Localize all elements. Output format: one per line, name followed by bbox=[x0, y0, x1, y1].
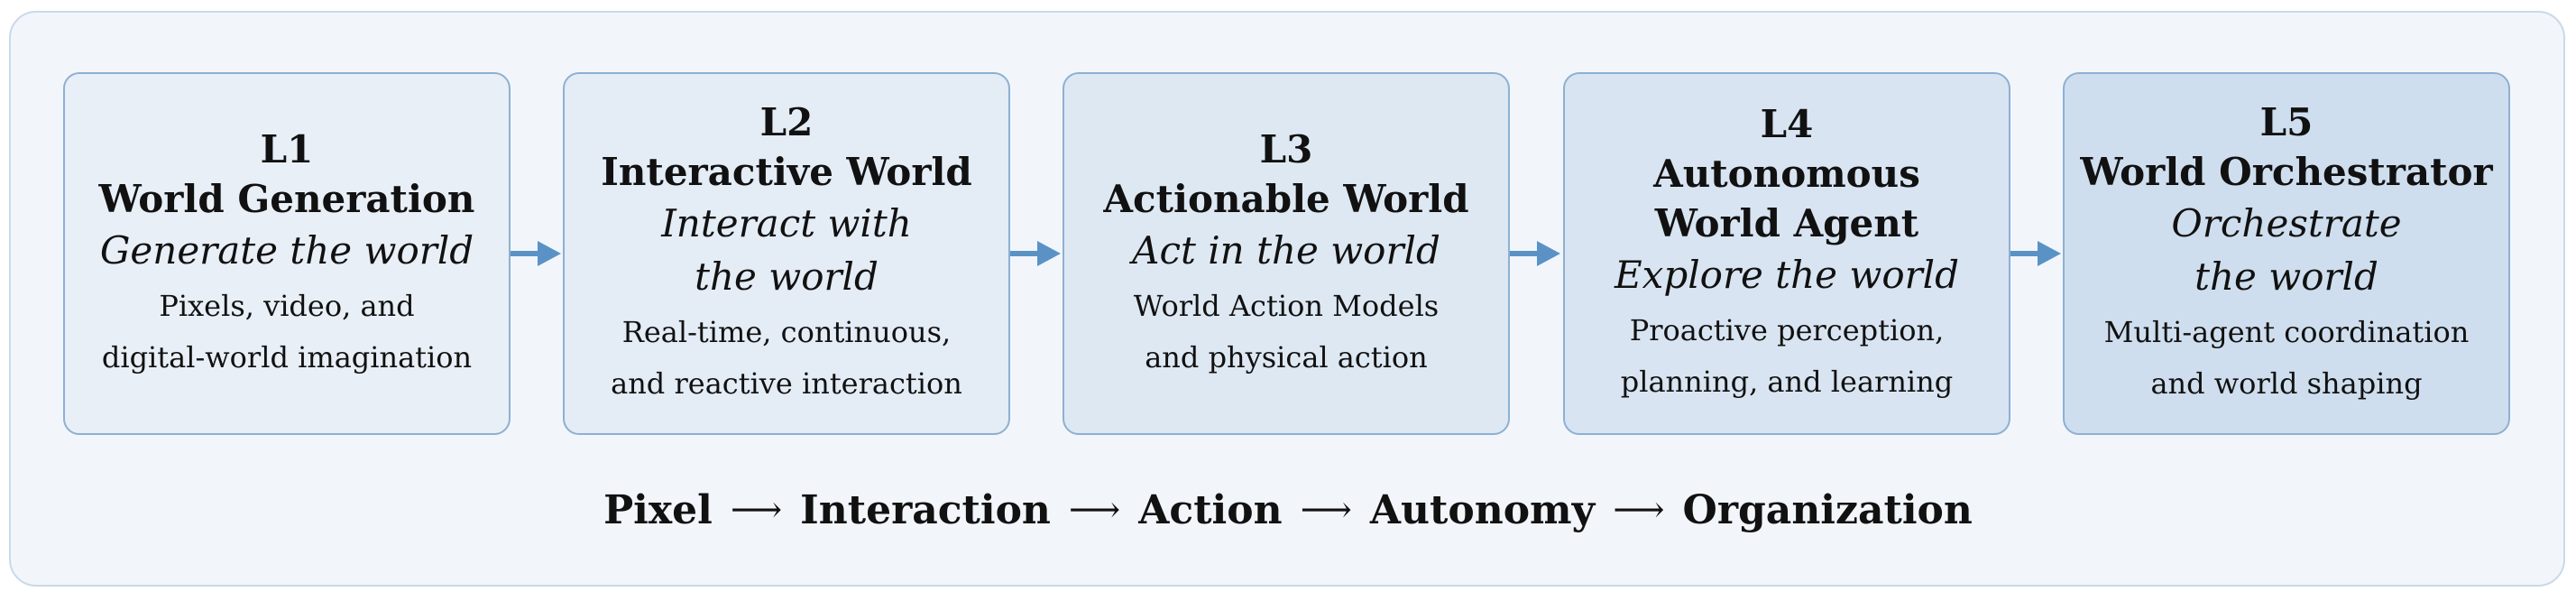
level-description: Multi-agent coordination and world shapi… bbox=[2103, 315, 2470, 401]
progression-step: Autonomy bbox=[1369, 486, 1596, 533]
level-card-l3: L3 Actionable World Act in the world Wor… bbox=[1063, 72, 1510, 435]
level-card-l2: L2 Interactive World Interact with the w… bbox=[563, 72, 1010, 435]
level-title: Interactive World bbox=[601, 150, 972, 194]
level-label: L3 bbox=[1259, 126, 1313, 171]
level-description: Real-time, continuous, and reactive inte… bbox=[611, 315, 962, 401]
level-tagline: Act in the world bbox=[1132, 227, 1440, 273]
level-title: Autonomous World Agent bbox=[1653, 152, 1920, 245]
level-tagline: Explore the world bbox=[1615, 253, 1959, 297]
arrow-right-icon bbox=[1010, 241, 1061, 266]
level-title: Actionable World bbox=[1103, 176, 1469, 221]
long-arrow-icon: ⟶ bbox=[1613, 489, 1665, 531]
level-label: L4 bbox=[1760, 102, 1814, 146]
level-description: Proactive perception, planning, and lear… bbox=[1620, 313, 1954, 399]
arrow-right-icon bbox=[2010, 241, 2061, 266]
progression-step: Pixel bbox=[603, 486, 713, 533]
level-label: L2 bbox=[759, 100, 814, 144]
level-tagline: Interact with the world bbox=[661, 201, 912, 299]
level-title: World Generation bbox=[98, 176, 475, 221]
long-arrow-icon: ⟶ bbox=[1300, 489, 1352, 531]
progression-line: Pixel ⟶ Interaction ⟶ Action ⟶ Autonomy … bbox=[0, 478, 2576, 541]
level-tagline: Generate the world bbox=[99, 227, 474, 273]
level-title: World Orchestrator bbox=[2080, 150, 2493, 194]
level-card-l1: L1 World Generation Generate the world P… bbox=[63, 72, 511, 435]
arrow-right-icon bbox=[1510, 241, 1560, 266]
level-label: L5 bbox=[2259, 100, 2314, 144]
level-tagline: Orchestrate the world bbox=[2171, 201, 2402, 299]
level-description: World Action Models and physical action bbox=[1133, 288, 1440, 374]
level-label: L1 bbox=[260, 126, 314, 171]
long-arrow-icon: ⟶ bbox=[730, 489, 783, 531]
level-card-l4: L4 Autonomous World Agent Explore the wo… bbox=[1563, 72, 2010, 435]
level-description: Pixels, video, and digital-world imagina… bbox=[101, 288, 473, 374]
progression-step: Organization bbox=[1682, 486, 1973, 533]
arrow-right-icon bbox=[511, 241, 561, 266]
level-card-l5: L5 World Orchestrator Orchestrate the wo… bbox=[2063, 72, 2510, 435]
long-arrow-icon: ⟶ bbox=[1068, 489, 1121, 531]
progression-step: Interaction bbox=[800, 486, 1051, 533]
progression-step: Action bbox=[1138, 486, 1283, 533]
